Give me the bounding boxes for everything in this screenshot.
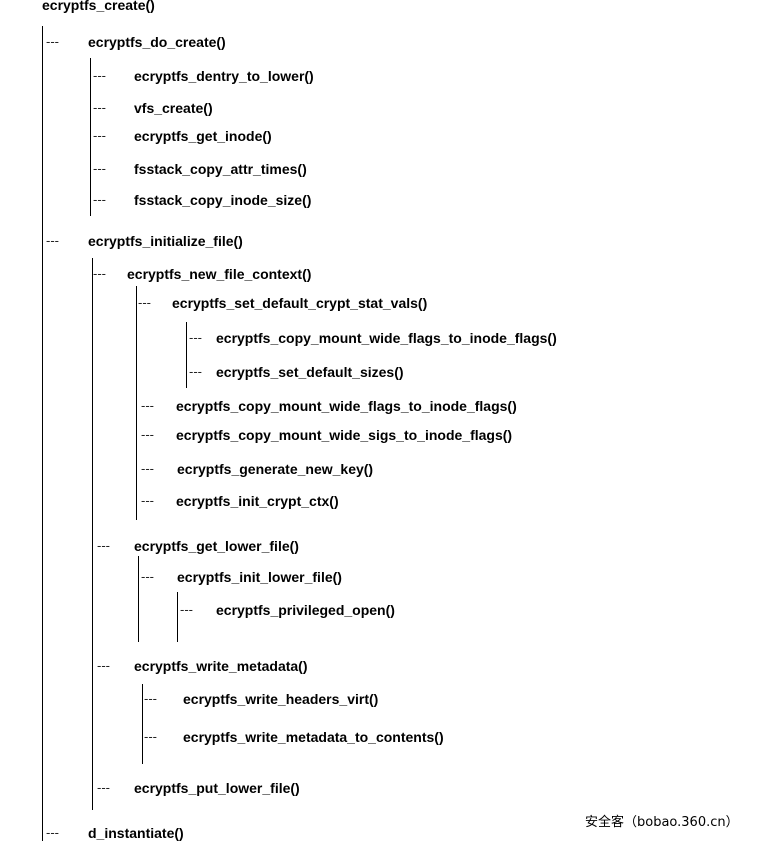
tree-node: ecryptfs_get_lower_file() xyxy=(134,538,299,554)
branch-marker: --- xyxy=(138,295,151,310)
tree-node: ecryptfs_copy_mount_wide_flags_to_inode_… xyxy=(216,330,557,346)
tree-connector xyxy=(136,286,137,520)
tree-node: ecryptfs_put_lower_file() xyxy=(134,780,300,796)
branch-marker: --- xyxy=(189,364,202,379)
branch-marker: --- xyxy=(144,691,157,706)
tree-node: ecryptfs_copy_mount_wide_flags_to_inode_… xyxy=(176,398,517,414)
tree-node: ecryptfs_write_metadata_to_contents() xyxy=(183,729,444,745)
tree-connector xyxy=(186,322,187,388)
tree-node: d_instantiate() xyxy=(88,825,184,841)
branch-marker: --- xyxy=(141,461,154,476)
tree-node: ecryptfs_generate_new_key() xyxy=(177,461,374,477)
tree-node: fsstack_copy_attr_times() xyxy=(134,161,307,177)
branch-marker: --- xyxy=(46,825,59,840)
tree-node: ecryptfs_get_inode() xyxy=(134,128,272,144)
tree-node: ecryptfs_write_headers_virt() xyxy=(183,691,379,707)
tree-connector xyxy=(42,26,43,841)
tree-node: ecryptfs_set_default_crypt_stat_vals() xyxy=(172,295,428,311)
tree-connector xyxy=(177,592,178,642)
tree-node: ecryptfs_copy_mount_wide_sigs_to_inode_f… xyxy=(176,427,513,443)
tree-node: ecryptfs_initialize_file() xyxy=(88,233,243,249)
branch-marker: --- xyxy=(93,192,106,207)
tree-node: ecryptfs_init_crypt_ctx() xyxy=(176,493,339,509)
branch-marker: --- xyxy=(46,233,59,248)
watermark-text: 安全客（bobao.360.cn） xyxy=(585,815,739,830)
tree-node: fsstack_copy_inode_size() xyxy=(134,192,312,208)
tree-root: ecryptfs_create() xyxy=(42,0,155,13)
branch-marker: --- xyxy=(141,493,154,508)
tree-node: ecryptfs_new_file_context() xyxy=(127,266,312,282)
tree-node: ecryptfs_set_default_sizes() xyxy=(216,364,404,380)
branch-marker: --- xyxy=(93,161,106,176)
tree-node: ecryptfs_privileged_open() xyxy=(216,602,395,618)
tree-connector xyxy=(90,58,91,216)
branch-marker: --- xyxy=(93,100,106,115)
tree-node: vfs_create() xyxy=(134,100,213,116)
tree-connector xyxy=(138,556,139,642)
branch-marker: --- xyxy=(180,602,193,617)
tree-node: ecryptfs_write_metadata() xyxy=(134,658,308,674)
tree-node: ecryptfs_do_create() xyxy=(88,34,226,50)
branch-marker: --- xyxy=(141,427,154,442)
branch-marker: --- xyxy=(93,266,106,281)
tree-node: ecryptfs_init_lower_file() xyxy=(177,569,342,585)
branch-marker: --- xyxy=(46,34,59,49)
branch-marker: --- xyxy=(93,68,106,83)
branch-marker: --- xyxy=(97,538,110,553)
branch-marker: --- xyxy=(97,658,110,673)
branch-marker: --- xyxy=(97,780,110,795)
branch-marker: --- xyxy=(93,128,106,143)
branch-marker: --- xyxy=(144,729,157,744)
branch-marker: --- xyxy=(141,569,154,584)
tree-node: ecryptfs_dentry_to_lower() xyxy=(134,68,314,84)
tree-connector xyxy=(142,684,143,764)
branch-marker: --- xyxy=(141,398,154,413)
branch-marker: --- xyxy=(189,330,202,345)
tree-connector xyxy=(92,258,93,810)
